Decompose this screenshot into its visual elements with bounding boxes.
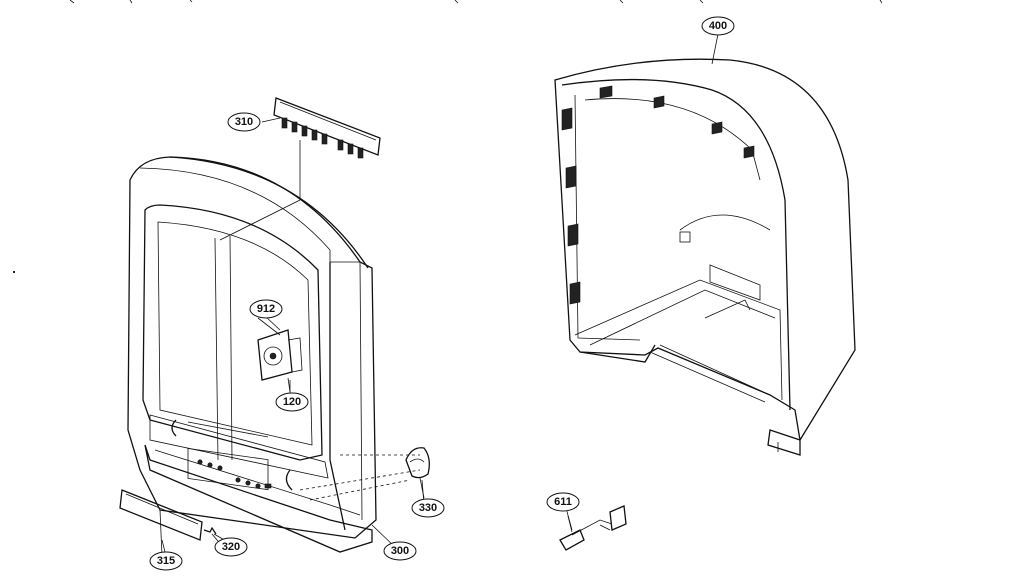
callout-912: 912 <box>249 299 283 319</box>
callout-315: 315 <box>149 551 183 571</box>
svg-text:120: 120 <box>283 396 301 408</box>
callout-320: 320 <box>214 537 248 557</box>
svg-text:310: 310 <box>235 116 253 128</box>
callout-310: 310 <box>227 112 261 132</box>
scan-marks <box>12 0 883 274</box>
door-panel-part <box>119 489 203 557</box>
callout-400: 400 <box>701 16 735 36</box>
callout-330: 330 <box>411 498 445 518</box>
speaker-part <box>257 317 303 393</box>
knob-part <box>405 447 430 499</box>
svg-text:330: 330 <box>419 502 437 514</box>
callout-120: 120 <box>275 392 309 412</box>
svg-text:315: 315 <box>157 555 175 567</box>
leader-lines <box>161 33 719 557</box>
control-pcb-part <box>273 97 381 200</box>
front-buttons <box>197 459 272 489</box>
svg-text:611: 611 <box>554 496 572 508</box>
svg-text:300: 300 <box>391 545 409 557</box>
svg-text:400: 400 <box>709 20 727 32</box>
callout-611: 611 <box>546 492 580 512</box>
cord-clip-part <box>559 505 627 551</box>
callout-300: 300 <box>383 541 417 561</box>
svg-text:912: 912 <box>257 303 275 315</box>
back-cover-part <box>554 58 856 456</box>
front-cabinet-part <box>127 156 421 553</box>
svg-text:320: 320 <box>222 541 240 553</box>
